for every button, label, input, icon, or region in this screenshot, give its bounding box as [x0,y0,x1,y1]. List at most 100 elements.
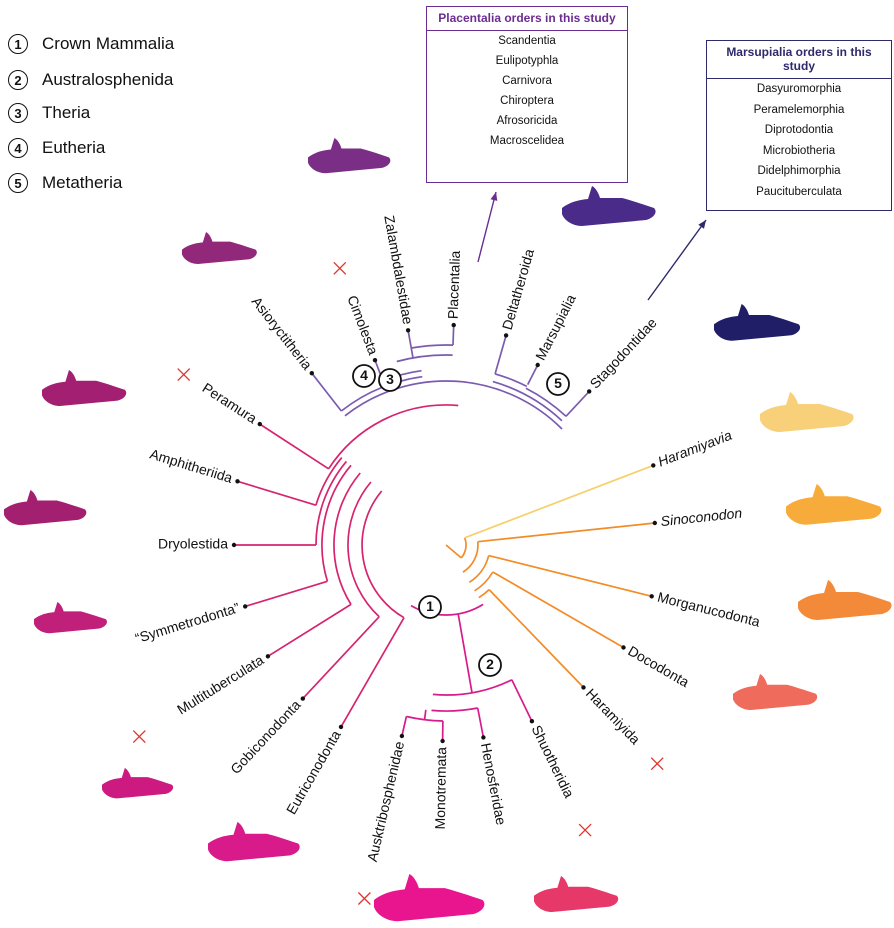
taxon-label: Gobiconodonta [227,697,304,778]
node-number: 5 [554,375,562,391]
node-marker-4: 4 [353,365,375,387]
taxon-label: Docodonta [625,642,692,690]
marsupialia-order: Paucituberculata [707,182,891,203]
node-key-label: Theria [42,103,90,123]
node-key-5: 5 Metatheria [8,173,122,193]
australosphenida-link [425,710,426,720]
tip-dot [581,685,585,689]
tip-branch [478,708,484,737]
taxon-label: Eutriconodonta [283,727,344,817]
extinct-cross [334,262,346,274]
node-number: 1 [426,598,434,614]
tip-branch [512,680,532,721]
extinct-cross [651,758,663,770]
taxon-label: Sinoconodon [660,505,743,529]
jaw-silhouette [760,392,854,432]
australosphenida-arc [433,680,512,695]
extinct-markers [133,262,663,904]
stem-arc [469,556,488,583]
marsupialia-box-title: Marsupialia orders in this study [707,41,891,79]
box-arrow [478,192,497,262]
jaw-silhouette [786,484,881,525]
node-key-number: 3 [8,103,28,123]
node-key-number: 5 [8,173,28,193]
jaw-silhouette [208,822,300,861]
taxon-label: Multituberculata [174,652,266,718]
jaw-silhouette [714,304,800,341]
tip-branch [245,581,327,606]
taxon-label: Zalambdalestidae [381,214,416,326]
taxon-label: Dryolestida [158,536,228,552]
tip-dot [243,604,247,608]
tip-dot [440,739,444,743]
node-key-number: 2 [8,70,28,90]
jaw-silhouette [733,674,817,710]
marsupialia-order: Peramelemorphia [707,100,891,121]
jaw-silhouette [182,232,257,264]
tip-branch [341,618,404,727]
node-key-1: 1 Crown Mammalia [8,34,174,54]
jaw-silhouette [308,138,390,173]
tip-dot [266,654,270,658]
placentalia-box-title: Placentalia orders in this study [427,7,627,31]
tip-dot [650,594,654,598]
taxon-label: Placentalia [445,250,463,319]
node-key-number: 4 [8,138,28,158]
tip-branch [312,373,342,411]
tip-dot [373,358,377,362]
tip-branch [489,590,583,688]
marsupialia-order: Dasyuromorphia [707,79,891,100]
tree-branches [234,325,655,741]
arrow-head [698,220,706,229]
placentalia-order: Chiroptera [427,91,627,111]
marsupialia-order: Diprotodontia [707,120,891,141]
node-key-label: Australosphenida [42,70,173,90]
marsupialia-order: Didelphimorphia [707,161,891,182]
australosphenida-stem [458,614,472,693]
tip-branch [303,617,379,699]
tip-branch [566,391,589,416]
stem-arc [479,590,489,598]
node-marker-3: 3 [379,369,401,391]
tip-branch [260,424,329,469]
node-number: 2 [486,656,494,672]
placentalia-order: Carnivora [427,71,627,91]
taxon-label: Stagodontidae [587,314,660,391]
node-number: 4 [360,367,368,383]
node-key-4: 4 Eutheria [8,138,105,158]
placentalia-order: Afrosoricida [427,111,627,131]
jaw-silhouette [102,768,173,798]
tip-dot [587,389,591,393]
jaw-silhouette [34,602,107,633]
tip-branch [402,717,407,737]
stem-arc [463,542,478,572]
taxon-label: Marsupialia [532,292,579,363]
tip-dot [339,725,343,729]
extinct-cross [133,731,145,743]
placentalia-orders-box: Placentalia orders in this study Scanden… [426,6,628,183]
jaw-silhouette [562,186,656,226]
node-key-3: 3 Theria [8,103,90,123]
tip-branch [453,325,454,345]
node-key-label: Eutheria [42,138,105,158]
taxon-label: “Symmetrodonta” [133,599,241,646]
taxon-label: Cimolesta [344,293,381,357]
tip-dot [258,422,262,426]
arrow-shaft [648,220,706,300]
extinct-cross [178,369,190,381]
taxon-label: Haramiyavia [656,427,735,470]
taxon-label: Peramura [200,380,260,427]
node-key-number: 1 [8,34,28,54]
taxon-labels: HaramiyaviaSinoconodonMorganucodontaDoco… [133,214,762,863]
crown-arc [362,491,404,618]
taxon-label: Haramiyida [583,685,644,747]
tip-branch [489,556,652,597]
tip-dot [651,463,655,467]
tip-dot [536,363,540,367]
tip-branch [528,365,538,385]
node-key-2: 2 Australosphenida [8,70,173,90]
tip-dot [481,735,485,739]
tip-dot [310,371,314,375]
jaw-silhouette [374,874,484,921]
node-marker-1: 1 [419,596,441,618]
